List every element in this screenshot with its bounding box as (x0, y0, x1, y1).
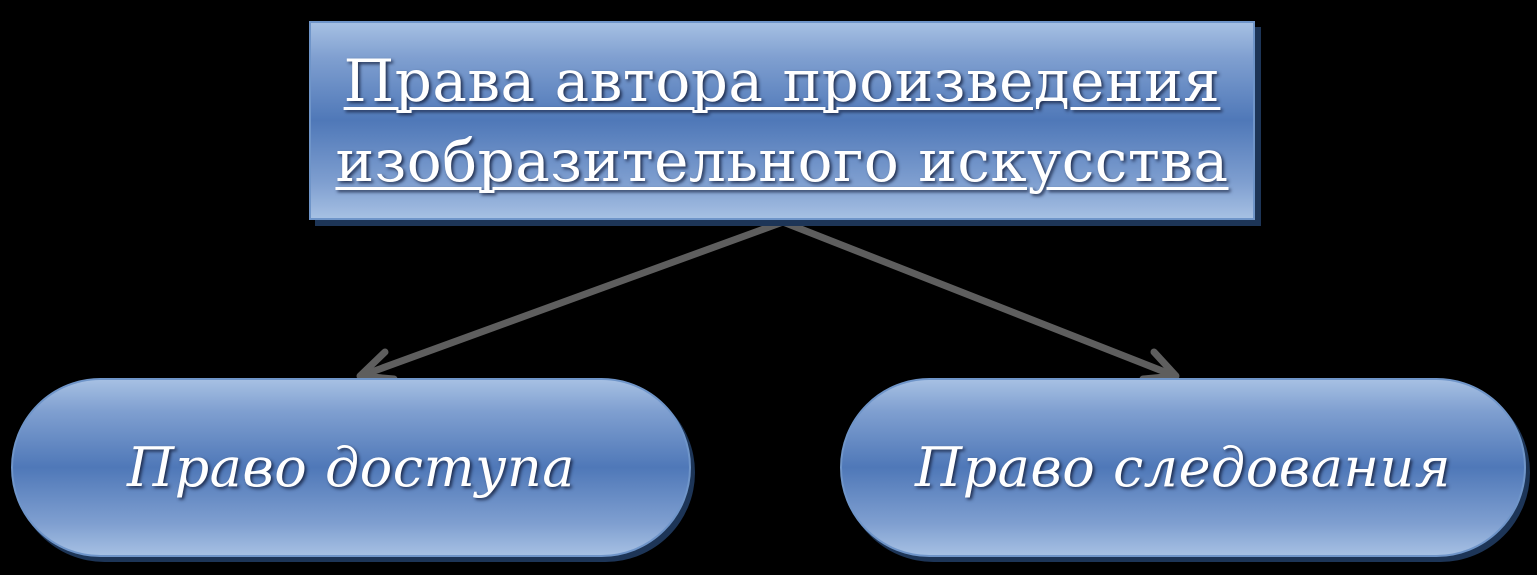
root-node: Права автора произведения изобразительно… (309, 21, 1255, 220)
access-right-label: Право доступа (127, 436, 575, 499)
root-title-line-1: Права автора произведения (343, 46, 1221, 115)
resale-right-label: Право следования (914, 436, 1451, 499)
root-node-title: Права автора произведения изобразительно… (335, 41, 1228, 201)
connector-to-access-right (362, 218, 787, 378)
access-right-node: Право доступа (11, 378, 691, 557)
resale-right-node: Право следования (840, 378, 1526, 557)
root-title-line-2: изобразительного искусства (335, 126, 1229, 195)
connector-to-resale-right (779, 218, 1174, 378)
